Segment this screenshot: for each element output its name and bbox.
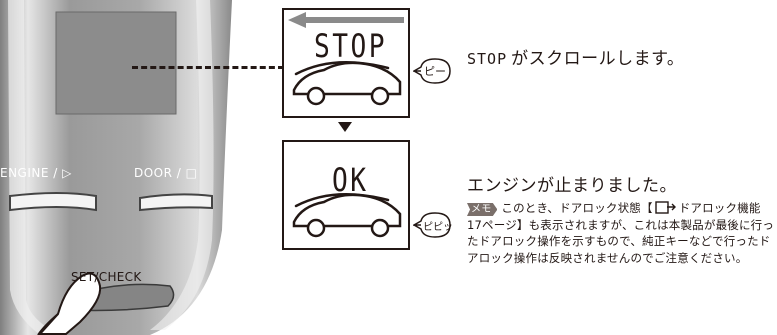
down-arrow-icon: [338, 122, 352, 132]
memo-note: メモこのとき、ドアロック状態【 ドアロック機能 17ページ】も表示されますが、こ…: [467, 200, 775, 266]
remote-screen: [56, 12, 176, 114]
door-button-label: DOOR / □: [134, 166, 198, 180]
reference-page-icon: [655, 201, 676, 214]
remote-control-illustration: [0, 0, 232, 335]
lcd-ok-text: OK: [332, 161, 369, 199]
speech-bubble-icon: [413, 212, 451, 238]
lcd-stop-text: STOP: [314, 27, 388, 65]
speech-bubble-icon: [413, 58, 451, 84]
lcd-screen-ok: OK: [282, 140, 410, 250]
status-stop-description: がスクロールします。: [511, 49, 685, 69]
screen-leader-line: [132, 66, 284, 69]
set-check-button-label: SET/CHECK: [71, 270, 142, 284]
beep-sound-text: ピー: [424, 65, 446, 78]
memo-text-part2: ドアロック機能 17ページ】も表示されますが、これは本製品が最後に行ったドアロッ…: [467, 201, 775, 265]
lcd-screen-stop: STOP: [282, 8, 410, 118]
car-icon: [292, 192, 402, 238]
status-engine-stopped: エンジンが止まりました。: [467, 176, 677, 196]
scroll-left-arrow-icon: [288, 12, 404, 106]
memo-text-part1: このとき、ドアロック状態【: [501, 201, 653, 215]
memo-badge: メモ: [467, 203, 498, 216]
engine-button-label: ENGINE / ▷: [0, 166, 72, 180]
beep-bubble-1: ピー: [413, 56, 453, 86]
segment-stop-text: STOP: [467, 50, 508, 68]
beep-sound-text: ピピッ: [423, 222, 453, 233]
beep-bubble-2: ピピッ: [413, 210, 453, 240]
